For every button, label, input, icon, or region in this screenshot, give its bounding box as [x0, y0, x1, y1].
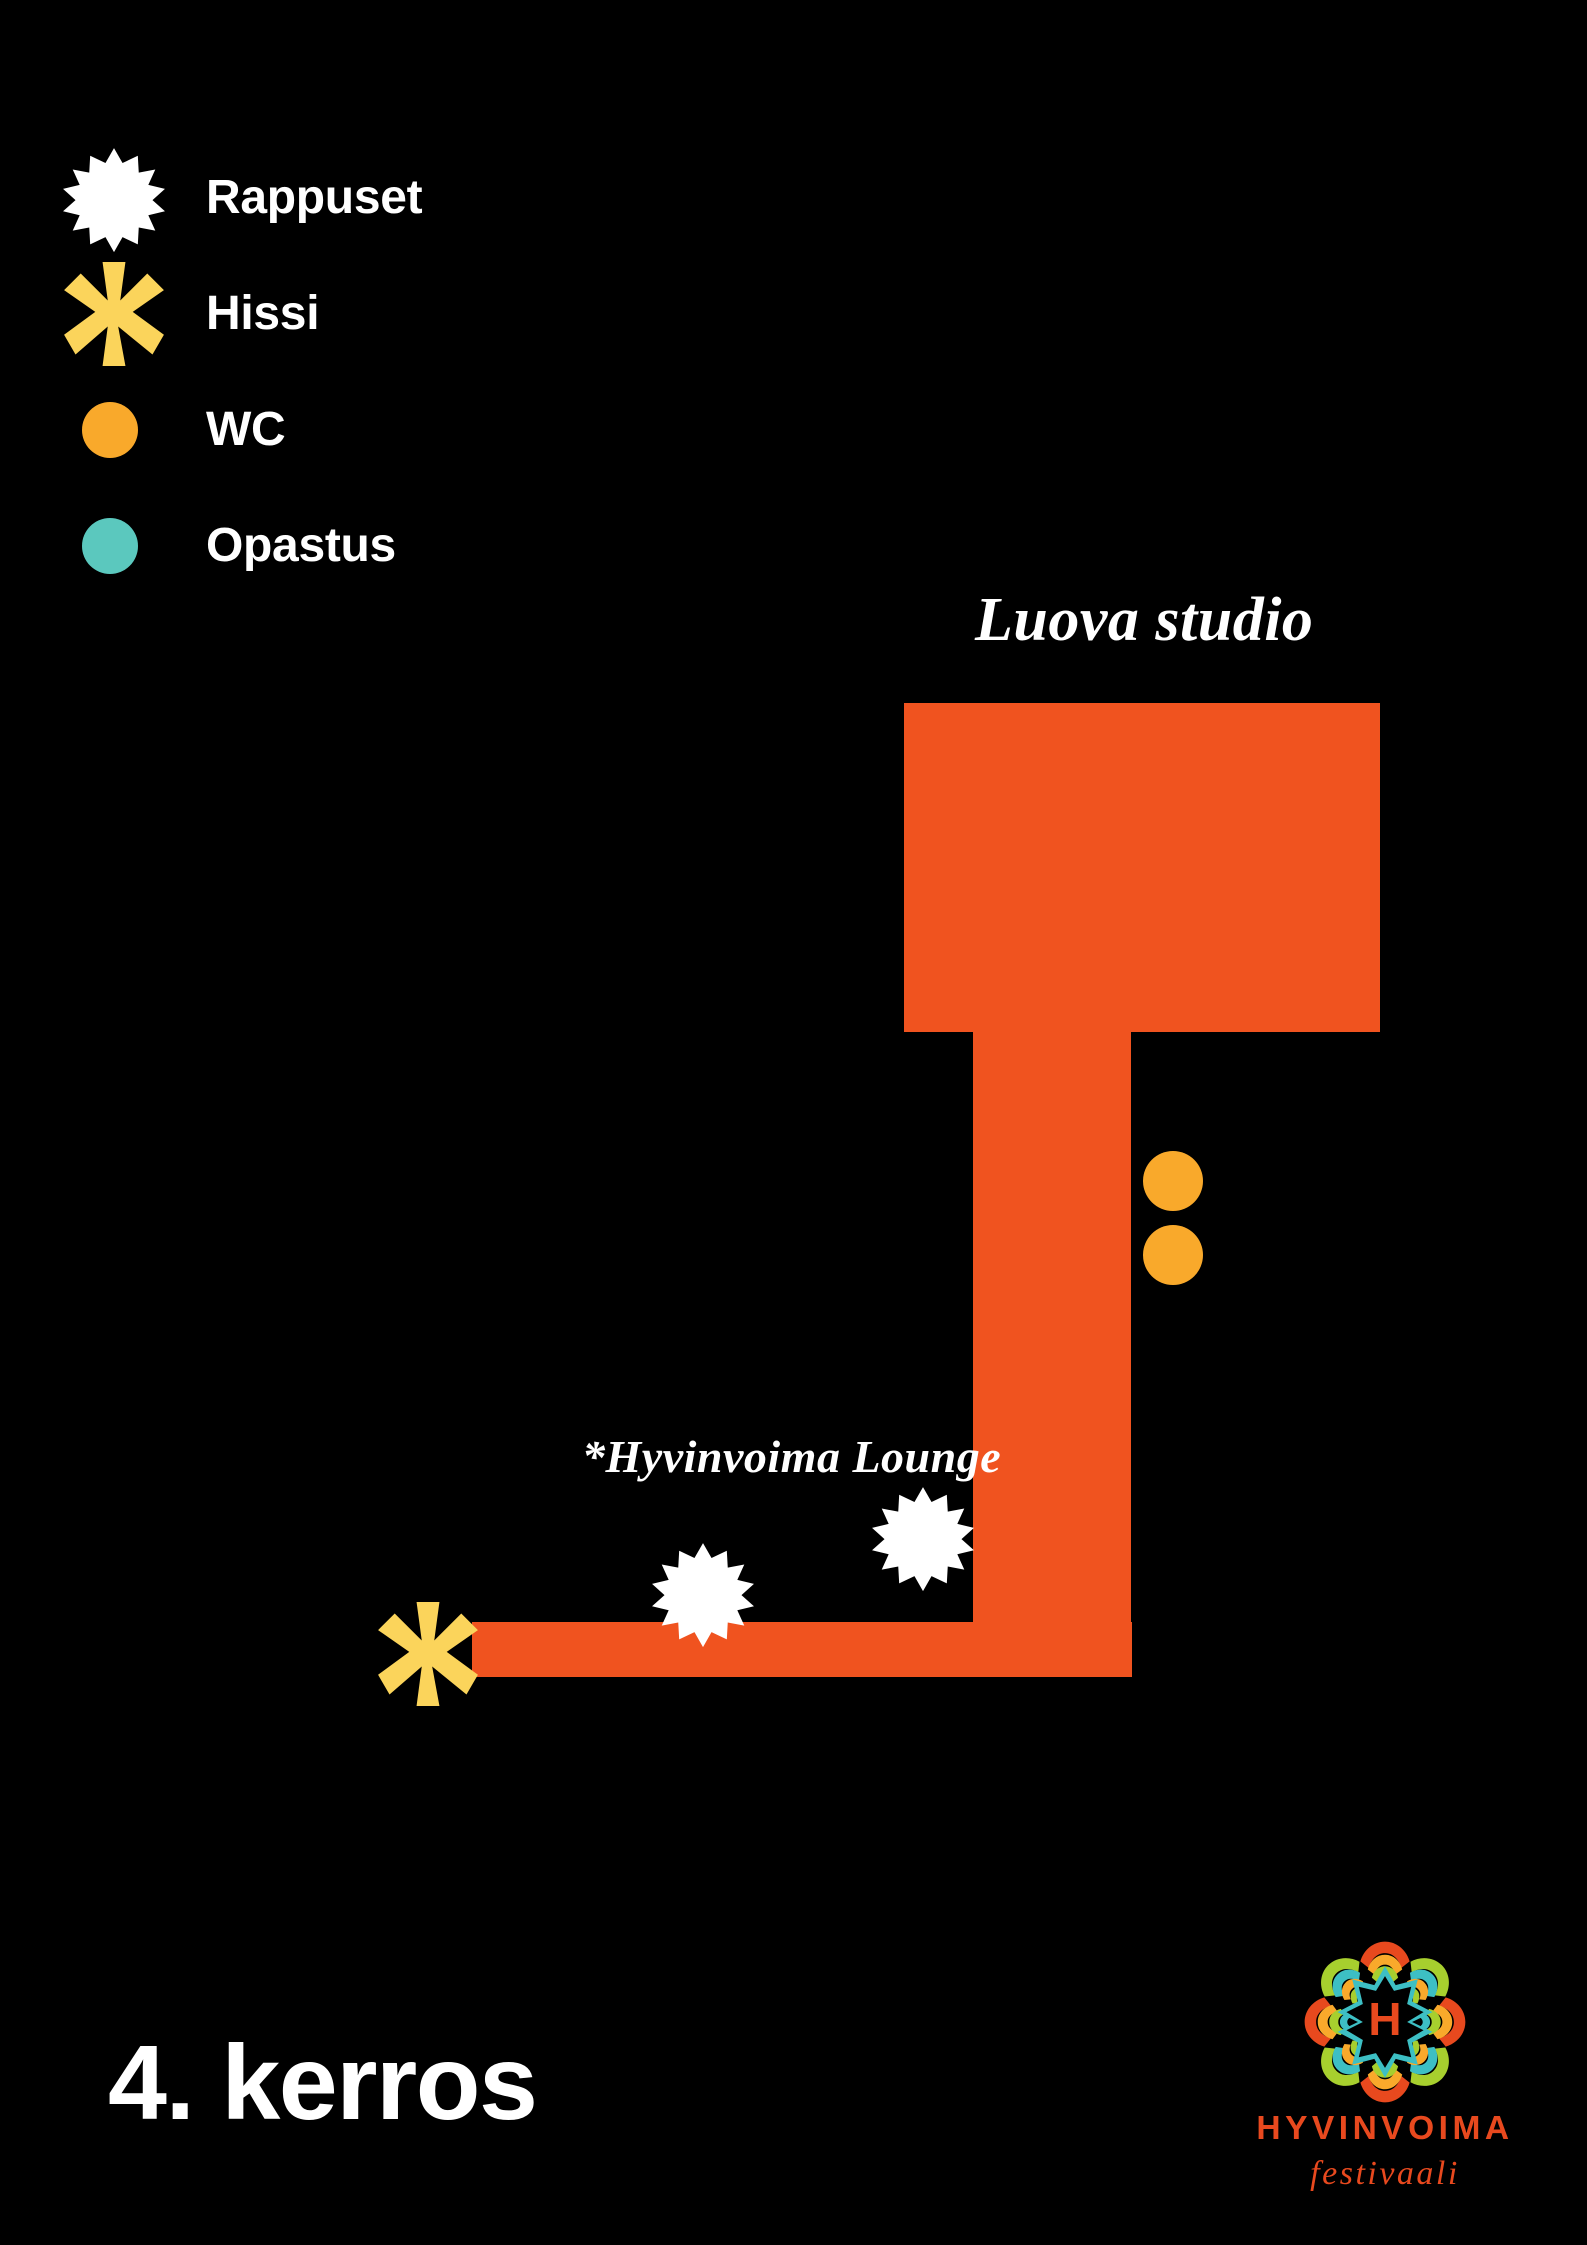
legend-item-label: Opastus [206, 519, 396, 572]
map-marker-hissi[interactable] [376, 1602, 480, 1706]
legend: Rappuset Hissi WC Op [54, 140, 674, 604]
map-marker-rappuset-1[interactable] [651, 1541, 755, 1648]
logo-monogram: H [1368, 1993, 1401, 2045]
legend-item-hissi[interactable]: Hissi [54, 256, 674, 372]
mandala-logo-icon: H [1304, 1941, 1466, 2103]
room-luova-studio [904, 703, 1380, 1032]
legend-item-wc[interactable]: WC [54, 372, 674, 488]
page-title: 4. kerros [108, 2024, 538, 2142]
map-marker-wc-1[interactable] [1143, 1151, 1203, 1211]
twelve-point-star-icon [54, 140, 174, 256]
legend-item-rappuset[interactable]: Rappuset [54, 140, 674, 256]
luova-studio-label: Luova studio [975, 586, 1314, 654]
legend-item-opastus[interactable]: Opastus [54, 488, 674, 604]
legend-item-label: Rappuset [206, 171, 423, 224]
filled-circle-icon [54, 372, 174, 488]
legend-item-label: Hissi [206, 287, 320, 340]
logo-tagline: festivaali [1310, 2154, 1460, 2192]
hyvinvoima-lounge-label: *Hyvinvoima Lounge [582, 1431, 1002, 1482]
filled-circle-icon [54, 488, 174, 604]
legend-item-label: WC [206, 403, 286, 456]
map-marker-rappuset-2[interactable] [871, 1485, 975, 1592]
map-marker-wc-2[interactable] [1143, 1225, 1203, 1285]
eight-point-asterisk-icon [54, 256, 174, 372]
corridor-vertical [973, 1032, 1131, 1677]
logo-wordmark: HYVINVOIMA [1256, 2110, 1514, 2147]
corridor-horizontal [472, 1622, 1132, 1677]
brand-logo: H HYVINVOIMA festivaali [1235, 1940, 1535, 2205]
